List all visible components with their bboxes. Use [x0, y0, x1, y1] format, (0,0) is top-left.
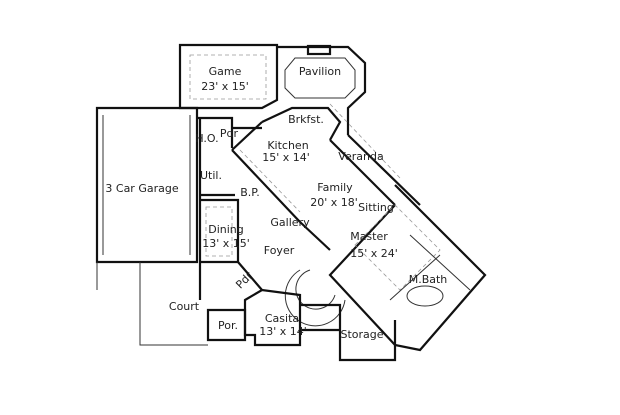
- room-family-size: 20' x 18': [310, 196, 358, 209]
- room-foyer-name: Foyer: [264, 244, 295, 257]
- room-storage-name: Storage: [340, 328, 383, 341]
- walls: [95, 43, 487, 362]
- room-dining-size: 13' x 15': [202, 237, 250, 250]
- room-garage-name: 3 Car Garage: [105, 182, 178, 195]
- room-dining-name: Dining: [208, 223, 244, 236]
- room-court-name: Court: [169, 300, 200, 313]
- room-pdr2-name: Pdr: [233, 269, 255, 291]
- room-labels: Game 23' x 15' Pavilion 3 Car Garage Brk…: [105, 65, 447, 341]
- room-ho-name: H.O.: [195, 132, 218, 145]
- room-game-size: 23' x 15': [201, 80, 249, 93]
- room-veranda-name: Veranda: [338, 150, 383, 163]
- room-brkfst-name: Brkfst.: [288, 113, 324, 126]
- room-util-name: Util.: [200, 169, 222, 182]
- room-kitchen-size: 15' x 14': [262, 151, 310, 164]
- room-family-name: Family: [317, 181, 353, 194]
- room-game-name: Game: [209, 65, 242, 78]
- room-master-name: Master: [350, 230, 388, 243]
- room-casita-size: 13' x 14': [259, 325, 307, 338]
- room-pdr1-name: Pdr: [220, 127, 239, 140]
- room-bp-name: B.P.: [240, 186, 259, 199]
- room-kitchen-name: Kitchen: [267, 139, 308, 152]
- room-casita-name: Casita: [265, 312, 299, 325]
- room-master-size: 15' x 24': [350, 247, 398, 260]
- room-sitting-name: Sitting: [358, 201, 394, 214]
- room-pavilion-name: Pavilion: [299, 65, 341, 78]
- room-gallery-name: Gallery: [270, 216, 310, 229]
- room-por-name: Por.: [218, 319, 238, 332]
- room-mbath-name: M.Bath: [409, 273, 448, 286]
